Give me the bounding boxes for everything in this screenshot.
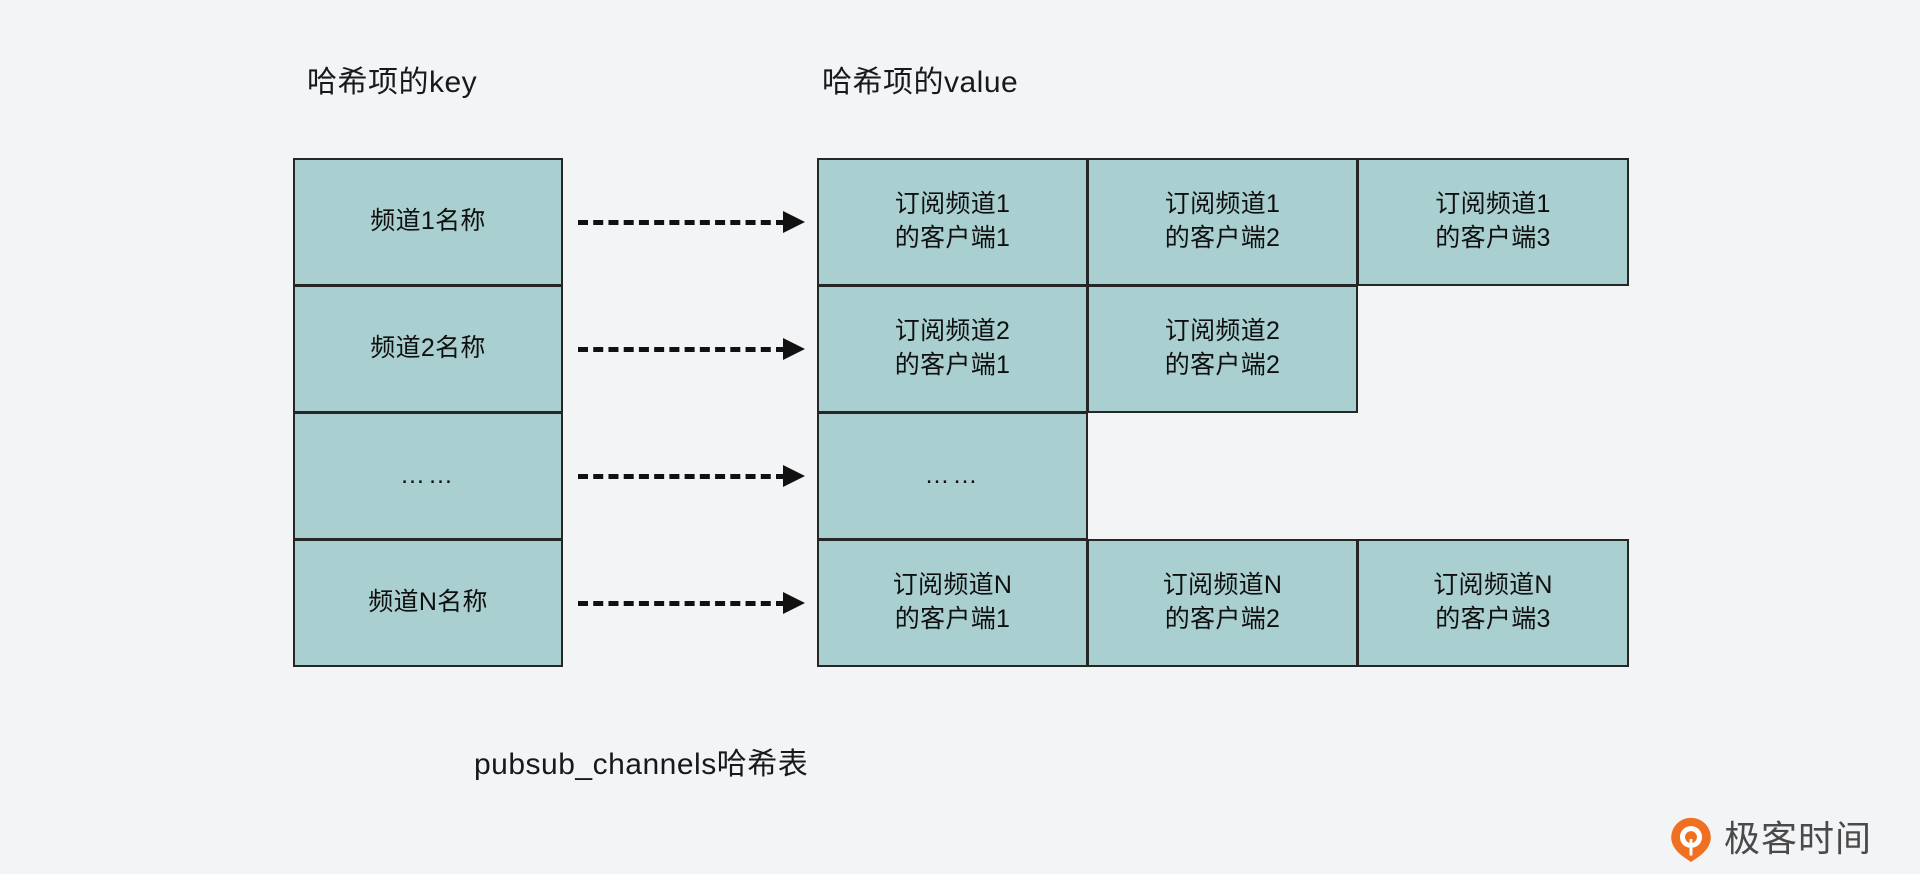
value-column-header: 哈希项的value: [822, 66, 1019, 99]
arrow-shaft: [578, 474, 786, 479]
diagram-caption: pubsub_channels哈希表: [474, 748, 809, 781]
value-cell-label: 订阅频道1 的客户端2: [1164, 190, 1281, 252]
value-row-cell: 订阅频道N 的客户端1: [817, 539, 1088, 667]
value-row-cell: 订阅频道1 的客户端2: [1087, 158, 1358, 286]
value-cell-label: ……: [924, 461, 981, 490]
key-row-cell: 频道2名称: [293, 285, 563, 413]
dashed-arrow: [578, 465, 817, 487]
geektime-logo-icon: [1671, 817, 1711, 862]
key-row-label: 频道2名称: [370, 334, 486, 363]
arrow-head-icon: [783, 465, 805, 487]
arrow-shaft: [578, 601, 786, 606]
key-row-label: ……: [400, 461, 456, 490]
brand-name-label: 极客时间: [1724, 818, 1873, 859]
value-cell-label: 订阅频道N 的客户端1: [892, 571, 1013, 633]
value-row-cell: 订阅频道2 的客户端2: [1087, 285, 1358, 413]
brand-watermark: 极客时间: [1668, 816, 1872, 862]
key-row-cell-ellipsis: ……: [293, 412, 563, 540]
value-cell-label: 订阅频道N 的客户端3: [1433, 571, 1553, 633]
arrow-head-icon: [783, 338, 805, 360]
arrow-shaft: [578, 220, 786, 225]
arrow-head-icon: [783, 592, 805, 614]
value-cell-label: 订阅频道2 的客户端2: [1164, 317, 1281, 379]
arrow-shaft: [578, 347, 786, 352]
value-cell-label: 订阅频道1 的客户端3: [1435, 190, 1551, 252]
key-row-cell: 频道1名称: [293, 158, 563, 286]
value-cell-label: 订阅频道N 的客户端2: [1162, 571, 1283, 633]
dashed-arrow: [578, 338, 817, 360]
value-row-cell: 订阅频道2 的客户端1: [817, 285, 1088, 413]
value-row-cell: 订阅频道1 的客户端3: [1357, 158, 1629, 286]
value-cell-label: 订阅频道2 的客户端1: [894, 317, 1011, 379]
key-column-header: 哈希项的key: [307, 66, 478, 99]
value-row-cell: 订阅频道1 的客户端1: [817, 158, 1088, 286]
dashed-arrow: [578, 592, 817, 614]
value-cell-label: 订阅频道1 的客户端1: [894, 190, 1011, 252]
key-row-cell: 频道N名称: [293, 539, 563, 667]
value-row-cell: 订阅频道N 的客户端2: [1087, 539, 1358, 667]
value-row-cell: 订阅频道N 的客户端3: [1357, 539, 1629, 667]
key-row-label: 频道N名称: [368, 588, 488, 617]
value-row-cell-ellipsis: ……: [817, 412, 1088, 540]
dashed-arrow: [578, 211, 817, 233]
arrow-head-icon: [783, 211, 805, 233]
key-row-label: 频道1名称: [370, 207, 486, 236]
